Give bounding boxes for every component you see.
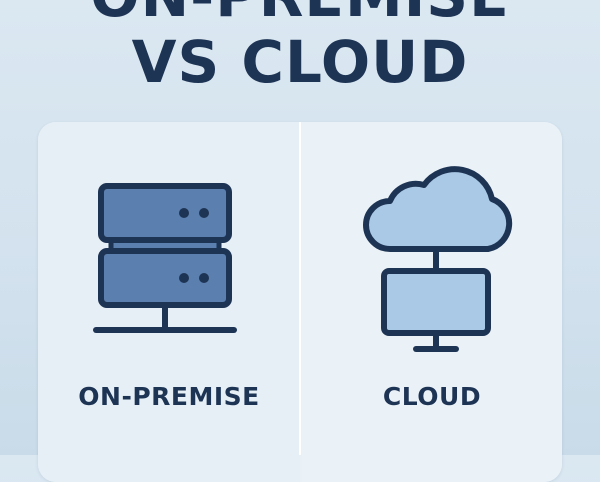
server-rack-icon	[93, 183, 237, 333]
cloud-computing-icon	[363, 166, 513, 352]
section-divider	[299, 122, 301, 455]
title-line-2: VS CLOUD	[131, 28, 469, 96]
on-premise-label: ON-PREMISE	[78, 382, 260, 411]
title-line-1: ON-PREMISE	[0, 0, 600, 30]
cloud-label: CLOUD	[382, 382, 482, 411]
